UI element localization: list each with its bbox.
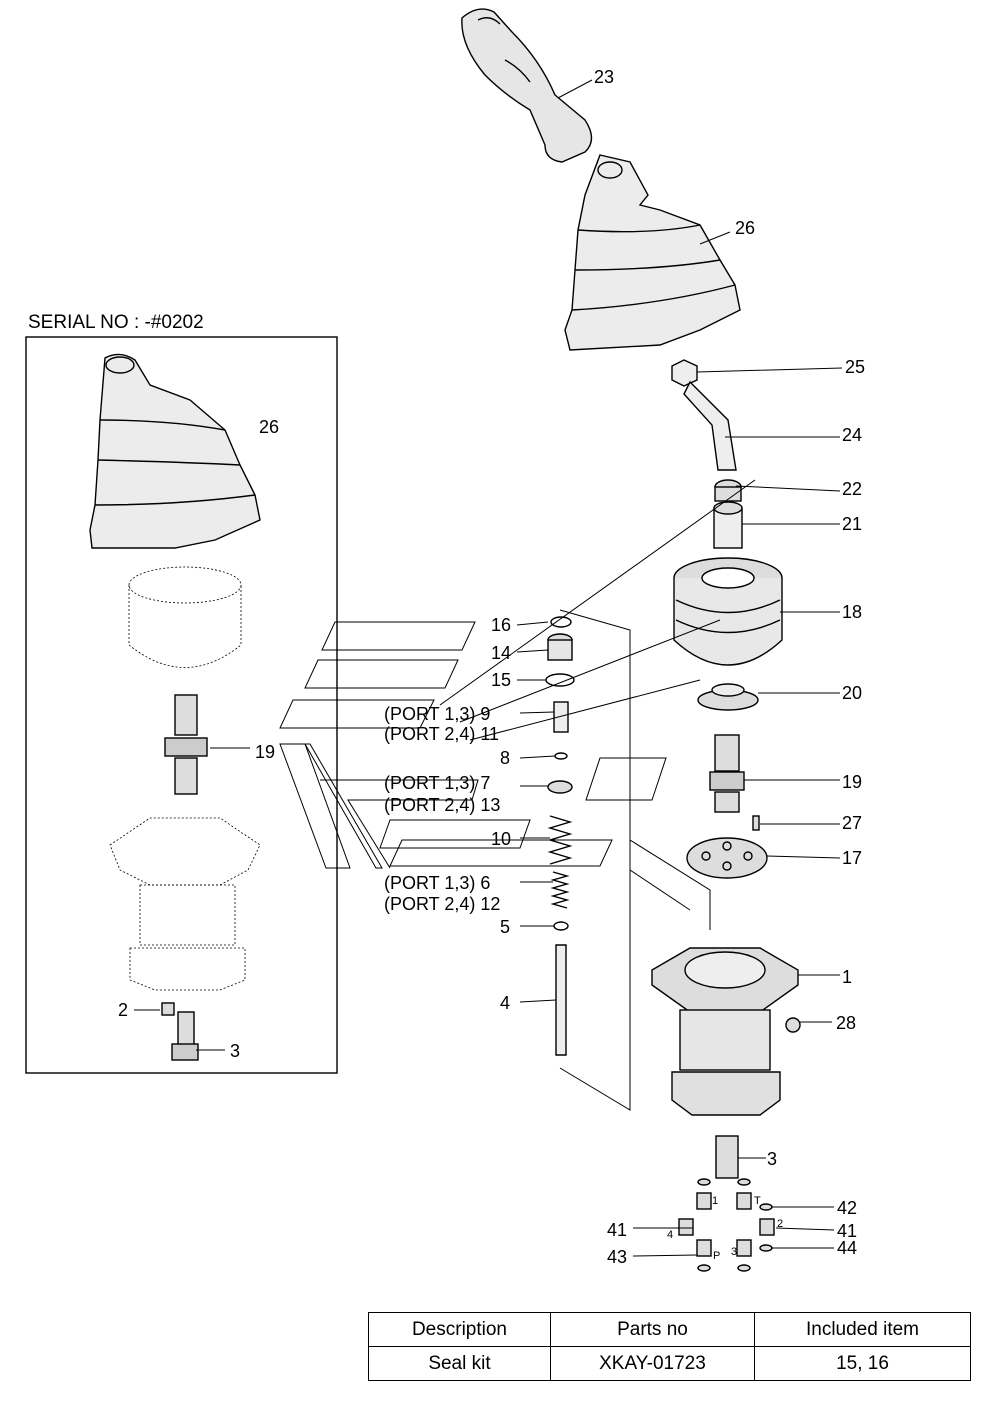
callout-44: 44 <box>837 1238 858 1258</box>
washer-8 <box>554 752 568 760</box>
callout-23: 23 <box>594 67 615 87</box>
callout-16: 16 <box>491 615 512 635</box>
plug-14 <box>547 633 573 661</box>
inset-callout-19: 19 <box>255 742 276 762</box>
disc-20 <box>697 683 759 711</box>
housing-1 <box>651 947 799 1116</box>
plate-17 <box>686 837 768 879</box>
callout-12: (PORT 2,4) 12 <box>384 894 501 914</box>
washer-5 <box>553 921 569 931</box>
callout-18: 18 <box>842 602 863 622</box>
callout-8: 8 <box>500 748 511 768</box>
inset-boot-26 <box>89 353 261 549</box>
table-cell-included-item: 15, 16 <box>753 1346 972 1381</box>
rod-24 <box>683 380 737 471</box>
callout-10: 10 <box>491 829 512 849</box>
push-rod-9 <box>553 701 569 733</box>
callout-41-left: 41 <box>607 1220 628 1240</box>
coupling-21 <box>713 501 743 549</box>
callout-1: 1 <box>842 967 853 987</box>
table-cell-description: Seal kit <box>368 1346 551 1381</box>
seal-16 <box>550 616 572 628</box>
table-header-row: Description Parts no Included item <box>368 1312 972 1347</box>
spring-6 <box>550 871 570 909</box>
callout-25: 25 <box>845 357 866 377</box>
nut-22 <box>714 479 742 502</box>
port-mark-2: 2 <box>777 1218 784 1230</box>
callout-9: (PORT 1,3) 9 <box>384 704 491 724</box>
seal-kit-table: Description Parts no Included item Seal … <box>368 1312 972 1381</box>
callout-24: 24 <box>842 425 863 445</box>
table-header-description: Description <box>368 1312 551 1347</box>
inset-callout-26: 26 <box>259 417 280 437</box>
callout-27: 27 <box>842 813 863 833</box>
callout-42: 42 <box>837 1198 858 1218</box>
part-panels <box>279 479 756 869</box>
o-ring-15 <box>545 673 575 687</box>
callout-5: 5 <box>500 917 511 937</box>
bellows-18 <box>673 557 783 666</box>
port-mark-4: 4 <box>667 1229 674 1241</box>
callout-28: 28 <box>836 1013 857 1033</box>
nut-25 <box>671 359 698 387</box>
callout-17: 17 <box>842 848 863 868</box>
inset-ghost-bellows <box>128 566 242 668</box>
callout-26: 26 <box>735 218 756 238</box>
universal-joint-19 <box>709 734 745 813</box>
rubber-boot-26 <box>564 154 741 351</box>
inset-ghost-housing <box>109 817 261 991</box>
spool-4 <box>555 944 567 1056</box>
table-cell-parts-no: XKAY-01723 <box>549 1346 755 1381</box>
port-mark-t: T <box>754 1195 761 1207</box>
grip-lever-23 <box>461 8 593 163</box>
plug-28 <box>785 1017 801 1033</box>
inset-joint-19 <box>164 694 250 795</box>
pin-27 <box>752 815 760 831</box>
table-header-included-item: Included item <box>753 1312 972 1347</box>
callout-4: 4 <box>500 993 511 1013</box>
callout-22: 22 <box>842 479 863 499</box>
port-mark-3: 3 <box>731 1246 738 1258</box>
serial-number-label: SERIAL NO : -#0202 <box>28 312 204 333</box>
inset-frame <box>25 336 338 1074</box>
port-mark-1: 1 <box>712 1195 719 1207</box>
table-header-parts-no: Parts no <box>549 1312 755 1347</box>
callout-21: 21 <box>842 514 863 534</box>
port-mark-p: P <box>713 1250 721 1262</box>
spring-seat-7 <box>547 780 573 794</box>
callout-15: 15 <box>491 670 512 690</box>
callout-43: 43 <box>607 1247 628 1267</box>
callout-19: 19 <box>842 772 863 792</box>
callout-13: (PORT 2,4) 13 <box>384 795 501 815</box>
callout-14: 14 <box>491 643 512 663</box>
callout-41-right: 41 <box>837 1221 858 1241</box>
inset-sleeve-3 <box>171 1011 199 1061</box>
callout-11: (PORT 2,4) 11 <box>384 724 500 744</box>
port-fittings <box>678 1178 775 1272</box>
inset-callout-2: 2 <box>118 1000 129 1020</box>
sleeve-3 <box>715 1135 739 1179</box>
table-row: Seal kit XKAY-01723 15, 16 <box>368 1346 972 1381</box>
inset-callout-3: 3 <box>230 1041 241 1061</box>
callout-20: 20 <box>842 683 863 703</box>
callout-6: (PORT 1,3) 6 <box>384 873 491 893</box>
inset-plug-2 <box>161 1002 175 1016</box>
callout-7: (PORT 1,3) 7 <box>384 773 491 793</box>
callout-3: 3 <box>767 1149 778 1169</box>
